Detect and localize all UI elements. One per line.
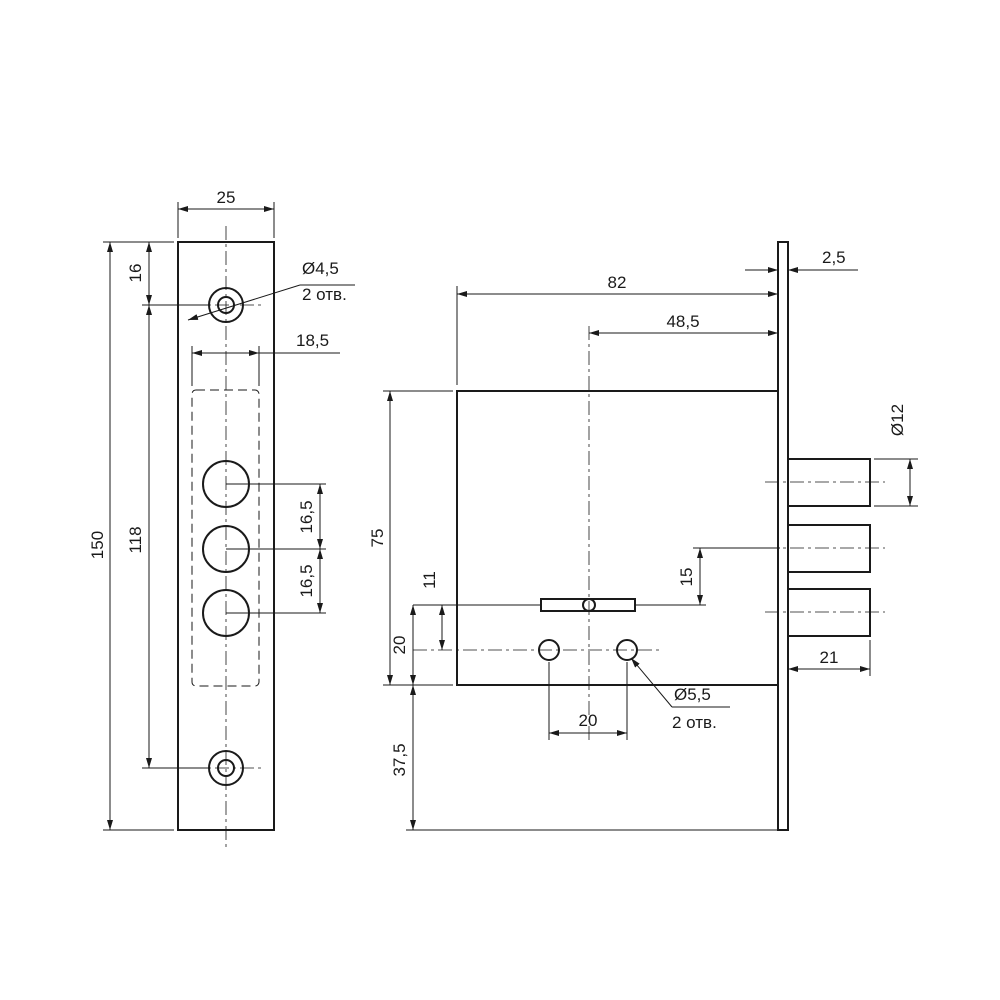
callout-screw-leader [187,284,301,321]
lock-case-outline [456,390,779,686]
bottom-screw-hole-inner [217,759,235,777]
faceplate-view: 25 150 16 118 Ø4,5 2 отв. 18,5 16,5 16,5 [88,188,355,848]
callout-mount-leader [630,657,673,708]
dim-bolt-pitch-1-label: 16,5 [297,500,316,533]
callout-mount-count: 2 отв. [672,713,717,732]
dim-bolt-dia-label: Ø12 [888,404,907,436]
dim-backset-key-label: 48,5 [666,312,699,331]
dim-bolt-spacing-label: 15 [677,568,696,587]
dim-length-label: 150 [88,531,107,559]
lock-faceplate-side [777,241,789,831]
lock-body-view: 82 48,5 2,5 Ø12 75 11 20 37,5 15 [368,241,918,831]
dim-height-label: 75 [368,529,387,548]
dim-plate-thickness-label: 2,5 [822,248,846,267]
bolt-2 [787,524,871,573]
dim-mount-spacing-label: 20 [579,711,598,730]
top-screw-hole-inner [217,296,235,314]
dim-bolt-proj-label: 21 [820,648,839,667]
dim-bolt-pitch-2-label: 16,5 [297,564,316,597]
dim-key-offset-label: 11 [420,571,439,589]
dim-backset-total-label: 82 [608,273,627,292]
bolt-3 [787,588,871,637]
callout-screw-diameter: Ø4,5 [302,259,339,278]
dim-mount-offset-label: 20 [390,636,409,655]
dim-hole-spacing-label: 118 [126,526,145,553]
dim-bottom-offset-label: 37,5 [390,743,409,776]
bolt-cutout-hidden [191,389,260,687]
callout-screw-count: 2 отв. [302,285,347,304]
dim-top-offset-label: 16 [126,264,145,283]
callout-mount-diameter: Ø5,5 [674,685,711,704]
keyhole-slot [540,598,636,612]
dim-cutout-label: 18,5 [296,331,329,350]
bolt-1 [787,458,871,507]
dim-width-label: 25 [217,188,236,207]
